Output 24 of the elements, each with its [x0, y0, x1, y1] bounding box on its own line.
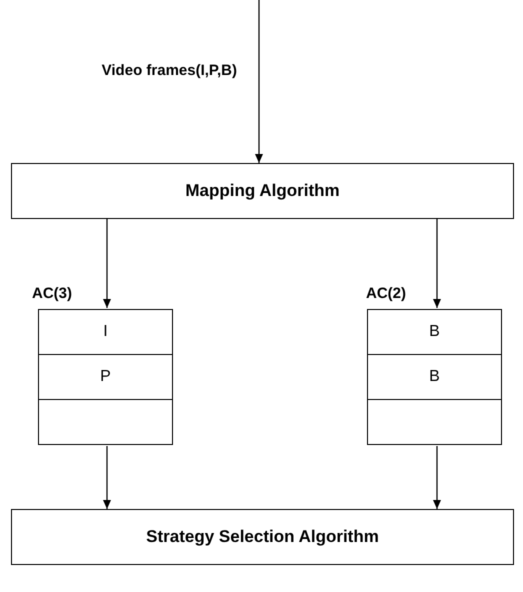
process-box: [11, 163, 514, 219]
arrow: [433, 446, 441, 509]
queue-cell: [367, 354, 502, 400]
arrow: [255, 0, 263, 163]
queue-label: AC(3): [32, 285, 72, 302]
queue-cell: [38, 354, 173, 400]
frame-label: B: [429, 368, 440, 386]
process-box: [11, 509, 514, 565]
queue-cell: [38, 309, 173, 355]
queue-box: [37, 308, 172, 446]
box-label: Mapping Algorithm: [185, 181, 340, 201]
empty-cell: [38, 399, 173, 445]
frame-label: P: [100, 368, 111, 386]
arrow: [103, 219, 111, 308]
frame-label: B: [429, 323, 440, 341]
frame-label: I: [103, 323, 108, 341]
arrow: [433, 219, 441, 308]
queue-box: [366, 308, 501, 446]
edge-label: Video frames(I,P,B): [102, 62, 237, 79]
box-label: Strategy Selection Algorithm: [146, 527, 379, 547]
queue-label: AC(2): [366, 285, 406, 302]
arrow: [103, 446, 111, 509]
empty-cell: [367, 399, 502, 445]
queue-cell: [367, 309, 502, 355]
